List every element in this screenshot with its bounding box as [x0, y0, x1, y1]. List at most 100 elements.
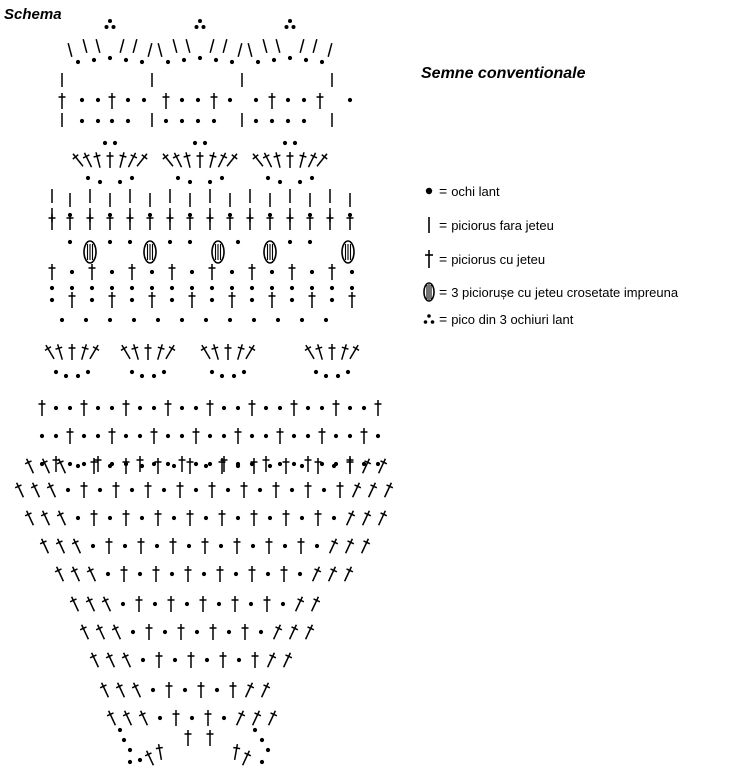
dc-stitch — [206, 214, 214, 230]
dc-stitch — [336, 482, 344, 498]
dc-stitch — [89, 652, 100, 668]
chain-dot — [269, 269, 275, 275]
chain-dot — [79, 97, 85, 103]
chain-dot — [130, 629, 136, 635]
chain-dot — [89, 297, 95, 303]
chain-dot — [299, 463, 305, 469]
dc-stitch — [169, 538, 177, 554]
chain-dot — [259, 759, 265, 765]
chain-dot — [349, 269, 355, 275]
crochet-chart — [14, 19, 394, 766]
dc-stitch — [137, 538, 145, 554]
chain-dot — [323, 317, 329, 323]
chain-dot — [109, 118, 115, 124]
chain-dot — [125, 97, 131, 103]
dc-stitch — [266, 214, 274, 230]
dc-stitch — [52, 456, 60, 472]
legend-item-hdc: = piciorus fara jeteu — [422, 214, 554, 236]
dc-stitch — [154, 458, 162, 474]
dc-stitch — [56, 458, 67, 474]
dc-stitch — [299, 152, 307, 168]
dc-stitch — [155, 652, 163, 668]
chain-dot — [277, 461, 283, 467]
dc-stitch — [66, 214, 74, 230]
dc-stitch — [55, 538, 66, 554]
dc-stitch — [377, 510, 388, 526]
hdc-stitch — [95, 39, 101, 53]
hdc-stitch — [222, 39, 228, 53]
dc-stitch — [108, 292, 116, 308]
chain-dot — [150, 687, 156, 693]
chain-dot — [269, 118, 275, 124]
chain-dot — [49, 297, 55, 303]
chain-dot — [219, 373, 225, 379]
chain-dot — [235, 239, 241, 245]
equals-sign: = — [439, 284, 448, 300]
dc-stitch — [328, 344, 336, 360]
dc-stitch — [208, 264, 216, 280]
chain-dot — [265, 175, 271, 181]
dc-stitch — [343, 566, 354, 582]
dc-stitch — [106, 152, 114, 168]
dc-stitch — [196, 152, 204, 168]
chain-dot — [109, 285, 115, 291]
chain-dot — [151, 373, 157, 379]
chain-dot — [137, 433, 143, 439]
chain-dot — [127, 239, 133, 245]
chain-dot — [75, 515, 81, 521]
dc-stitch — [44, 344, 55, 360]
chain-dot — [229, 269, 235, 275]
chain-dot — [221, 715, 227, 721]
chain-dot — [161, 487, 167, 493]
chain-dot — [129, 369, 135, 375]
hdc-stitch — [247, 43, 253, 57]
chain-dot — [184, 601, 190, 607]
dc-stitch — [315, 344, 324, 360]
chain-dot — [127, 747, 133, 753]
dc-stitch — [374, 400, 382, 416]
dc-stitch — [82, 152, 93, 168]
dc-stitch — [89, 344, 100, 360]
dc-stitch — [260, 682, 271, 698]
dc-stitch — [262, 456, 270, 472]
dc-stitch — [314, 510, 322, 526]
chain-dot — [151, 405, 157, 411]
dc3tog-stitch — [263, 240, 277, 264]
legend-item-picot: = pico din 3 ochiuri lant — [422, 308, 573, 330]
dc-stitch — [199, 596, 207, 612]
dc-stitch — [101, 596, 112, 612]
dc3tog-stitch — [211, 240, 225, 264]
dc-stitch — [246, 214, 254, 230]
chain-dot — [282, 543, 288, 549]
dc-stitch — [177, 624, 185, 640]
dc-stitch — [241, 750, 252, 766]
chain-dot — [154, 543, 160, 549]
chain-dot — [233, 571, 239, 577]
dc-stitch — [360, 428, 368, 444]
dc-stitch — [216, 566, 224, 582]
dc-stitch — [127, 152, 138, 168]
chain-dot — [63, 373, 69, 379]
chain-dot — [285, 97, 291, 103]
chain-dot — [171, 515, 177, 521]
dc-stitch — [71, 538, 82, 554]
chain-dot — [305, 433, 311, 439]
dc-stitch — [24, 510, 35, 526]
dc-stitch — [308, 292, 316, 308]
dc-stitch — [80, 344, 89, 360]
hdc-stitch — [275, 39, 281, 53]
chain-dot — [253, 118, 259, 124]
dc-stitch — [167, 596, 175, 612]
dc-stitch — [360, 538, 371, 554]
hdc-stitch — [119, 39, 125, 53]
chain-dot — [149, 269, 155, 275]
chain-dot — [175, 175, 181, 181]
chain-dot — [221, 433, 227, 439]
dc-stitch — [144, 482, 152, 498]
legend-item-dc3tog: = 3 piciorușe cu jeteu crosetate impreun… — [422, 281, 678, 303]
dc-stitch — [209, 624, 217, 640]
chain-dot — [95, 118, 101, 124]
chain-dot — [203, 515, 209, 521]
chain-dot — [165, 59, 171, 65]
chain-dot — [289, 487, 295, 493]
